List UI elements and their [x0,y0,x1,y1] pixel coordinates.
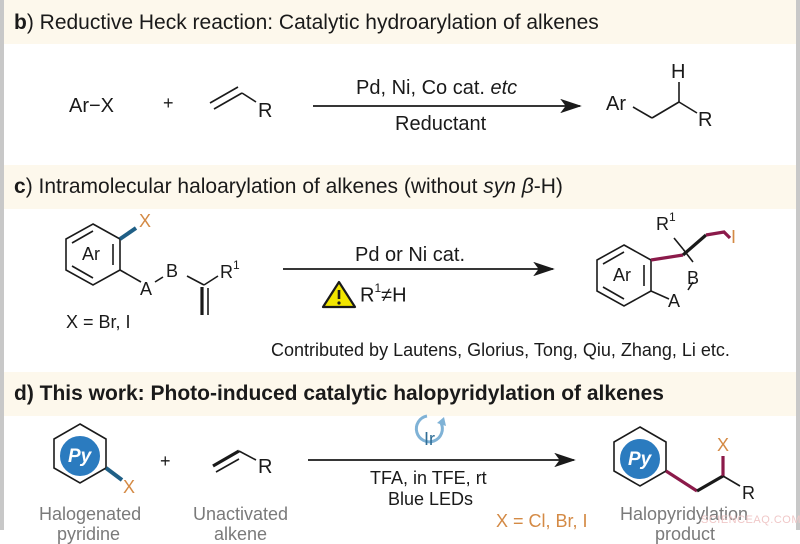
b-arrow-above: Pd, Ni, Co cat. etc [356,78,517,98]
d-alkene-r: R [258,456,273,478]
c-condition-neq-h: ≠H [381,284,407,307]
section-c-title-pre: ) Intramolecular haloarylation of alkene… [25,175,484,198]
left-border [0,0,4,530]
d-new-c-py-bond [665,469,698,493]
b-plus-sign: + [163,93,174,113]
c-reactant-b: B [166,261,179,281]
d-alkene-bonds [212,449,257,473]
section-d-header [4,372,796,416]
d-product-x: X [717,435,730,455]
bond-drawing-layer [53,82,741,493]
d-arrow-below-2: Blue LEDs [388,489,474,509]
c-x-bond [118,226,138,241]
section-c-title: c) Intramolecular haloarylation of alken… [14,175,563,199]
d-reactant2-caption-1: Unactivated [193,504,289,524]
d-product-py-label: Py [628,449,652,470]
c-reactant-r1: R1 [220,258,240,282]
d-reactant-x: X [123,477,136,497]
d-ch2-bond [696,474,724,493]
c-product-a: A [668,291,681,311]
d-reactant-hexagon [53,423,107,484]
c-wedge-bond [681,233,708,257]
c-new-c-ar-bond [650,253,684,262]
b-alkene-bonds [209,86,257,110]
d-r-bond [722,475,741,487]
b-product-h: H [671,61,686,83]
c-arrow-above: Pd or Ni cat. [355,244,466,266]
b-alkene-r: R [258,100,273,122]
section-b-title-text: ) Reductive Heck reaction: Catalytic hyd… [26,11,599,34]
d-x-bond [104,466,124,482]
b-reactant-arx: Ar−X [69,95,115,117]
d-reactant2-caption-2: alkene [214,524,268,544]
b-product-ar: Ar [606,93,626,115]
d-arrow-below-1: TFA, in TFE, rt [370,468,487,488]
watermark: SCIENCEAQ.COM [701,514,800,526]
warning-triangle-icon [321,280,357,309]
c-reactant-x: X [139,211,152,231]
ir-catalytic-cycle-icon [414,414,446,444]
c-product-r-sup: 1 [669,210,676,224]
section-d-title: d) This work: Photo-induced catalytic ha… [14,382,664,405]
c-reactant-r: R [220,262,233,282]
c-contributors: Contributed by Lautens, Glorius, Tong, Q… [271,340,730,360]
c-condition: R1≠H [360,281,407,307]
c-product-b: B [687,268,700,288]
d-product-caption-2: product [655,524,716,544]
c-x-definition: X = Br, I [66,312,131,332]
c-reactant-r-sup: 1 [233,258,240,272]
c-reactant-chain [119,269,219,315]
section-c-letter: c [14,175,26,198]
section-b-title: b) Reductive Heck reaction: Catalytic hy… [14,11,599,35]
right-border [796,0,800,530]
section-c-header [4,165,796,209]
d-plus-sign: + [160,451,171,471]
d-x-definition: X = Cl, Br, I [496,511,588,531]
c-condition-r: R [360,284,375,307]
d-product-caption-1: Halopyridylation [620,504,749,524]
section-c-title-post: -H) [533,175,563,198]
d-ir-label: Ir [424,429,435,449]
c-product-r1: R1 [656,210,676,234]
b-etc: etc [490,77,518,99]
d-reactant1-caption-1: Halogenated [39,504,142,524]
b-catalysts: Pd, Ni, Co cat. [356,77,491,99]
c-reactant-a: A [140,279,153,299]
d-product-py-circle [618,437,662,481]
d-product-hexagon [613,426,667,487]
c-condition-sup: 1 [374,281,382,295]
section-c-title-italic: syn β [483,175,534,198]
c-product-r: R [656,214,669,234]
section-b-letter: b [14,11,27,34]
b-product-r: R [698,109,713,131]
b-arrow-below: Reductant [395,113,487,135]
d-reactant1-caption-2: pyridine [57,524,121,544]
d-reactant-py-label: Py [68,446,92,467]
section-b-header [4,0,796,44]
c-product-ar: Ar [613,265,631,285]
c-new-c-i-bond [705,230,732,240]
c-reactant-ar: Ar [82,244,100,264]
b-product-bonds [632,82,698,119]
d-reactant-py-circle [58,434,102,478]
c-product-i: I [731,227,737,247]
d-product-r: R [742,483,755,503]
